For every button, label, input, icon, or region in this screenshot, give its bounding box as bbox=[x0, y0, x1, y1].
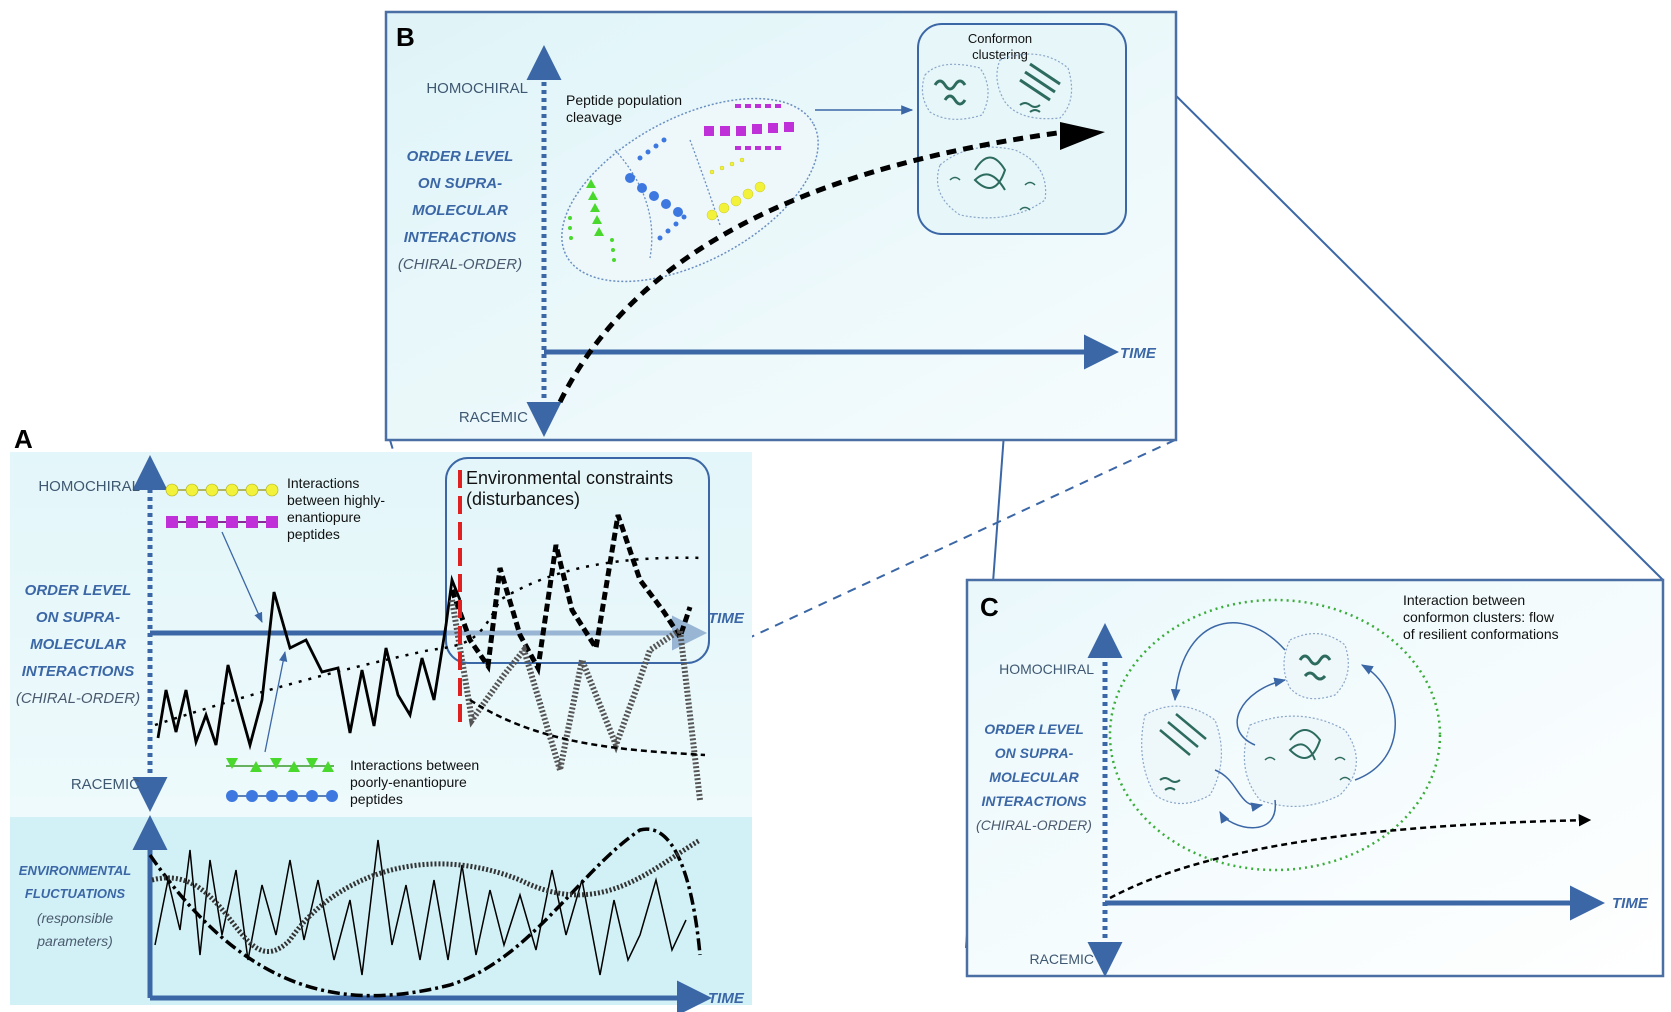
panel-a-order-line-3: MOLECULAR bbox=[30, 636, 126, 653]
panel-a-order-line-2: ON SUPRA- bbox=[36, 609, 120, 626]
interaction-line-2: conformon clusters: flow bbox=[1403, 609, 1555, 625]
poorly-enantiopure-peptide-chains bbox=[226, 758, 338, 802]
interaction-line-1: Interaction between bbox=[1403, 592, 1525, 608]
env-label-line-2: FLUCTUATIONS bbox=[25, 886, 125, 901]
panel-a-order-line-4: INTERACTIONS bbox=[22, 663, 135, 680]
env-medium-cycle bbox=[151, 837, 702, 954]
env-box-line-1: Environmental constraints bbox=[466, 468, 673, 488]
panel-b-trend-curve bbox=[557, 127, 1081, 404]
poor-note-line-1: Interactions between bbox=[350, 757, 479, 773]
high-note-line-2: between highly- bbox=[287, 492, 385, 508]
cluster-protein-icons bbox=[1159, 654, 1351, 791]
panel-c-time-label: TIME bbox=[1612, 895, 1649, 912]
panel-c: C HOMOCHIRAL RACEMIC TIME ORDER LEVEL ON… bbox=[965, 578, 1665, 978]
panel-a-racemic-label: RACEMIC bbox=[71, 776, 140, 793]
panel-b-order-line-3: MOLECULAR bbox=[412, 202, 508, 219]
poor-note-arrow bbox=[264, 650, 288, 753]
panel-b-time-label: TIME bbox=[1120, 345, 1157, 362]
env-label-line-1: ENVIRONMENTAL bbox=[19, 863, 131, 878]
panel-a: A HOMOCHIRAL RACEMIC TIME ORDER LEVEL ON… bbox=[10, 424, 752, 1012]
conformon-cluster-icons bbox=[921, 53, 1073, 219]
panel-b-racemic-label: RACEMIC bbox=[459, 409, 528, 426]
interaction-line-3: of resilient conformations bbox=[1403, 626, 1559, 642]
cluster-line-1: Conformon bbox=[968, 31, 1032, 46]
high-note-line-4: peptides bbox=[287, 526, 340, 542]
panel-b-chiral-order: (CHIRAL-ORDER) bbox=[398, 256, 522, 273]
protein-icons bbox=[933, 62, 1061, 211]
panel-c-order-line-1: ORDER LEVEL bbox=[984, 721, 1084, 737]
panel-b-letter: B bbox=[396, 22, 415, 52]
panel-c-order-line-3: MOLECULAR bbox=[989, 769, 1079, 785]
panel-b-order-line-4: INTERACTIONS bbox=[404, 229, 517, 246]
panel-b: B HOMOCHIRAL RACEMIC TIME ORDER LEVEL ON… bbox=[384, 10, 1178, 442]
cluster-interaction-ring bbox=[1108, 598, 1442, 872]
poor-note-line-3: peptides bbox=[350, 791, 403, 807]
panel-b-homochiral-label: HOMOCHIRAL bbox=[426, 80, 528, 97]
panel-b-trend-arrowhead bbox=[1060, 122, 1105, 150]
panel-a-env-bg bbox=[10, 817, 752, 1005]
enantiopure-peptide-chains bbox=[165, 483, 279, 528]
peptide-population-ellipse bbox=[561, 97, 819, 283]
order-trend-upper bbox=[154, 556, 706, 727]
poor-note-line-2: poorly-enantiopure bbox=[350, 774, 467, 790]
panel-b-order-line-1: ORDER LEVEL bbox=[407, 148, 514, 165]
order-trend-lower bbox=[469, 698, 706, 757]
panel-c-order-line-4: INTERACTIONS bbox=[982, 793, 1088, 809]
panel-a-homochiral-label: HOMOCHIRAL bbox=[38, 478, 140, 495]
cleavage-line-2: cleavage bbox=[566, 109, 622, 125]
high-note-arrow bbox=[221, 531, 263, 623]
panel-c-trend-curve bbox=[1109, 813, 1592, 900]
conformon-cluster-box bbox=[917, 23, 1127, 235]
cleavage-line-1: Peptide population bbox=[566, 92, 682, 108]
panel-c-chiral-order: (CHIRAL-ORDER) bbox=[976, 817, 1092, 833]
cluster-line-2: clustering bbox=[972, 47, 1028, 62]
order-fluctuation-zigzag bbox=[156, 574, 462, 751]
env-sub-line-1: (responsible bbox=[37, 910, 113, 926]
high-note-line-1: Interactions bbox=[287, 475, 359, 491]
env-sub-line-2: parameters) bbox=[36, 933, 112, 949]
panel-a-chiral-order: (CHIRAL-ORDER) bbox=[16, 690, 140, 707]
panel-c-letter: C bbox=[980, 592, 999, 622]
panel-c-homochiral-label: HOMOCHIRAL bbox=[999, 661, 1094, 677]
env-fast-fluctuation bbox=[154, 839, 687, 976]
panel-a-order-line-1: ORDER LEVEL bbox=[25, 582, 132, 599]
panel-a-letter: A bbox=[14, 424, 33, 454]
high-note-line-3: enantiopure bbox=[287, 509, 361, 525]
panel-b-order-line-2: ON SUPRA- bbox=[418, 175, 502, 192]
cluster-flow-arrows bbox=[1170, 622, 1396, 829]
order-fluctuation-zigzag-post bbox=[449, 514, 693, 676]
panel-a-time-label: TIME bbox=[708, 610, 745, 627]
env-box-line-2: (disturbances) bbox=[466, 489, 580, 509]
panel-c-racemic-label: RACEMIC bbox=[1029, 951, 1094, 967]
env-time-label: TIME bbox=[708, 990, 745, 1007]
panel-c-order-line-2: ON SUPRA- bbox=[995, 745, 1074, 761]
